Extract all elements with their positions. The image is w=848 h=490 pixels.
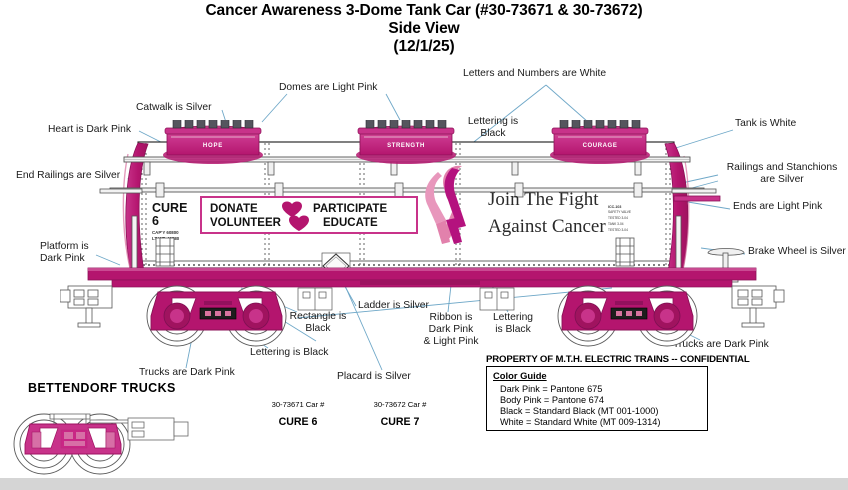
dome-strength: STRENGTH bbox=[356, 120, 456, 164]
platform-deck bbox=[87, 267, 757, 288]
svg-text:ICC-103: ICC-103 bbox=[608, 205, 621, 209]
end-railing-right bbox=[675, 215, 682, 273]
panel-word-3: PARTICIPATE bbox=[313, 203, 387, 215]
callout-heart: Heart is Dark Pink bbox=[48, 124, 131, 135]
callout-lettering-black-bottom: Lettering is Black bbox=[492, 312, 534, 336]
dome-label-3: COURAGE bbox=[583, 143, 618, 149]
svg-text:SAFETY VALVE: SAFETY VALVE bbox=[608, 210, 631, 214]
end-railing-left bbox=[131, 215, 138, 271]
underbody-detail bbox=[297, 287, 515, 311]
ladder-left bbox=[155, 237, 175, 267]
bottom-strip bbox=[0, 478, 848, 490]
dome-group: HOPE STRENGTH bbox=[163, 120, 650, 164]
title-line-3: (12/1/25) bbox=[393, 38, 455, 55]
car-1-number: 30-73671 Car # bbox=[271, 400, 325, 409]
dome-label-1: HOPE bbox=[203, 143, 223, 149]
callout-platform: Platform is Dark Pink bbox=[40, 241, 89, 265]
dome-hope: HOPE bbox=[163, 120, 263, 164]
tank-car-illustration: HOPE STRENGTH bbox=[60, 120, 785, 347]
car-2-number: 30-73672 Car # bbox=[373, 400, 427, 409]
callout-ends: Ends are Light Pink bbox=[733, 201, 823, 212]
callout-lettering-black-trucks: Lettering is Black bbox=[250, 347, 329, 358]
title-line-2: Side View bbox=[388, 20, 460, 37]
callout-brake-wheel: Brake Wheel is Silver bbox=[748, 246, 846, 257]
callout-trucks-right: Trucks are Dark Pink bbox=[673, 339, 769, 350]
heart-icon-2 bbox=[289, 215, 309, 231]
callout-catwalk: Catwalk is Silver bbox=[136, 102, 212, 113]
callout-tank-white: Tank is White bbox=[735, 118, 797, 129]
callout-rectangle-black: Rectangle is Black bbox=[289, 311, 347, 335]
confidential-notice: PROPERTY OF M.T.H. ELECTRIC TRAINS -- CO… bbox=[486, 354, 750, 365]
reporting-mark-text: CURE bbox=[152, 201, 187, 215]
slogan-script: Join The Fight Against Cancer bbox=[488, 189, 606, 237]
svg-text:TESTED 3-04: TESTED 3-04 bbox=[608, 228, 628, 232]
callout-end-railings: End Railings are Silver bbox=[16, 170, 121, 181]
svg-text:TESTED 3-04: TESTED 3-04 bbox=[608, 216, 628, 220]
truck-right bbox=[557, 285, 698, 347]
panel-word-2: VOLUNTEER bbox=[210, 217, 282, 229]
svg-text:TANK 3-04: TANK 3-04 bbox=[608, 222, 624, 226]
callout-domes: Domes are Light Pink bbox=[279, 82, 378, 93]
dome-courage: COURAGE bbox=[550, 120, 650, 164]
color-guide-row-1: Dark Pink = Pantone 675 bbox=[500, 384, 603, 394]
data-stencil: ICC-103 SAFETY VALVE TESTED 3-04 TANK 3-… bbox=[608, 205, 631, 232]
panel-word-1: DONATE bbox=[210, 203, 258, 215]
page-title: Cancer Awareness 3-Dome Tank Car (#30-73… bbox=[0, 2, 848, 56]
coupler-right bbox=[731, 285, 785, 328]
color-guide-box: Color Guide Dark Pink = Pantone 675 Body… bbox=[486, 366, 708, 431]
callout-trucks-left: Trucks are Dark Pink bbox=[139, 367, 235, 378]
reporting-number-text: 6 bbox=[152, 214, 159, 228]
callout-letters-white: Letters and Numbers are White bbox=[463, 68, 607, 79]
callout-placard: Placard is Silver bbox=[337, 371, 411, 382]
bettendorf-truck-drawing bbox=[13, 413, 189, 475]
callout-ladder: Ladder is Silver bbox=[358, 300, 429, 311]
capacity-line-1: CAP'Y 60800 bbox=[152, 230, 179, 235]
color-guide-row-4: White = Standard White (MT 009-1314) bbox=[500, 417, 661, 427]
color-guide-row-2: Body Pink = Pantone 674 bbox=[500, 395, 604, 405]
coupler-left bbox=[60, 285, 113, 328]
bettendorf-trucks-label: BETTENDORF TRUCKS bbox=[28, 381, 176, 395]
color-guide-row-3: Black = Standard Black (MT 001-1000) bbox=[500, 406, 659, 416]
ladder-right bbox=[615, 237, 635, 267]
callout-ribbon: Ribbon is Dark Pink & Light Pink bbox=[423, 312, 479, 348]
end-handrail-stubs bbox=[99, 188, 721, 202]
callout-lettering-black-top: Lettering is Black bbox=[467, 116, 519, 140]
slogan-line-1: Join The Fight bbox=[488, 189, 599, 210]
color-guide-title: Color Guide bbox=[493, 370, 547, 381]
awareness-ribbon-icon bbox=[425, 165, 466, 244]
heart-icon-1 bbox=[282, 201, 302, 217]
callout-railings: Railings and Stanchions are Silver bbox=[726, 162, 838, 186]
car-1-name: CURE 6 bbox=[278, 416, 318, 428]
slogan-panel: DONATE VOLUNTEER PARTICIPATE EDUCATE bbox=[200, 196, 418, 234]
title-line-1: Cancer Awareness 3-Dome Tank Car (#30-73… bbox=[205, 2, 643, 19]
slogan-line-2: Against Cancer bbox=[488, 216, 606, 237]
panel-word-4: EDUCATE bbox=[323, 217, 378, 229]
truck-left bbox=[146, 285, 287, 347]
car-2-name: CURE 7 bbox=[380, 416, 420, 428]
dome-label-2: STRENGTH bbox=[387, 143, 425, 149]
